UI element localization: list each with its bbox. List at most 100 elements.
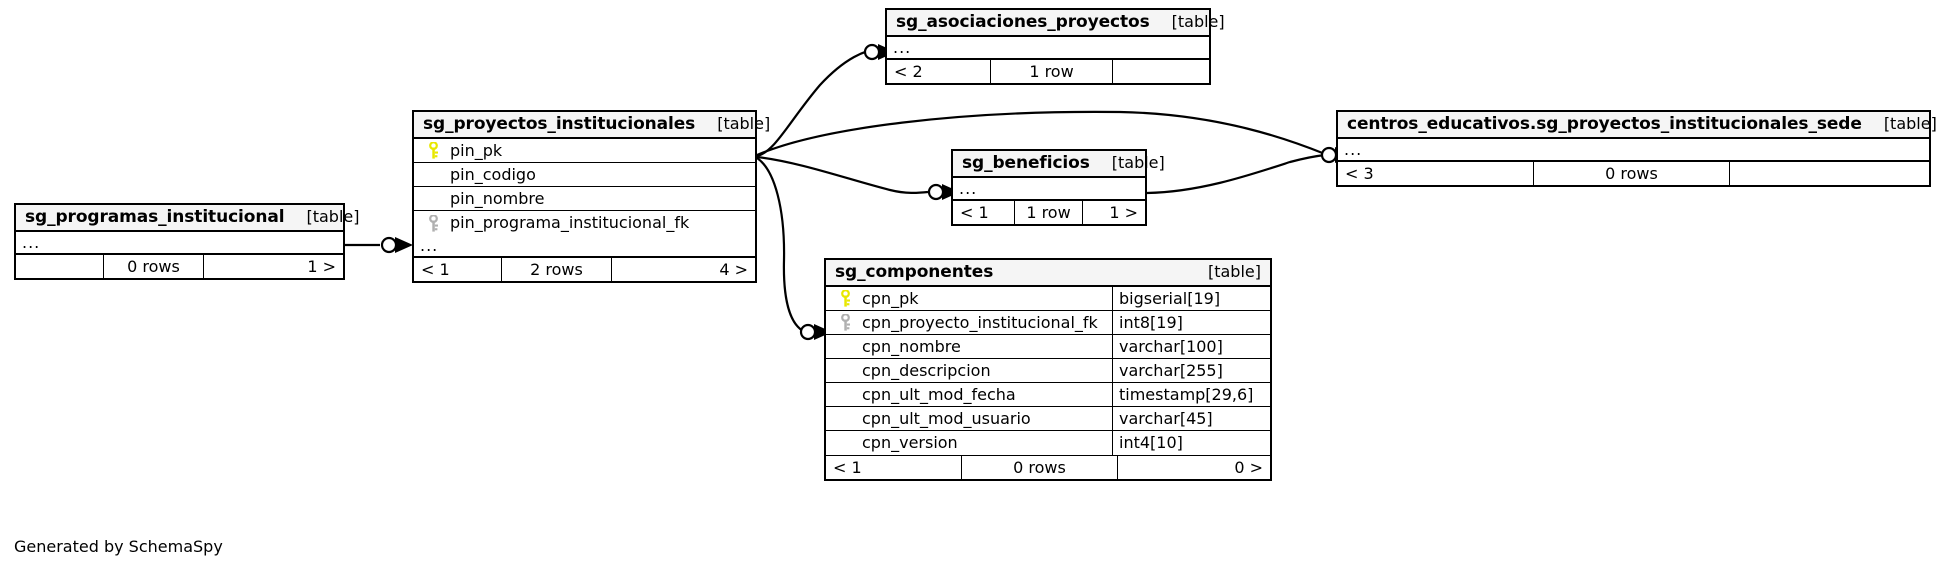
footer-parent-count[interactable]: < 2: [887, 60, 991, 83]
column-name-cell: cpn_descripcion: [826, 359, 1112, 382]
column-name-cell: cpn_nombre: [826, 335, 1112, 358]
edge-proyectos-to-asociaciones: [756, 46, 882, 158]
table-header: centros_educativos.sg_proyectos_instituc…: [1338, 112, 1937, 139]
column-row-pin-nombre[interactable]: pin_nombre: [414, 187, 755, 211]
footer-child-count[interactable]: 0 >: [1234, 457, 1263, 477]
marker-optional-circle: [863, 43, 881, 61]
table-footer: < 2 1 row: [887, 59, 1209, 83]
column-row-cpn-version[interactable]: cpn_version int4[10]: [826, 431, 1270, 455]
marker-optional-circle: [380, 236, 398, 254]
column-name-cell: pin_pk: [414, 139, 755, 162]
column-row-cpn-ult-mod-usuario[interactable]: cpn_ult_mod_usuario varchar[45]: [826, 407, 1270, 431]
table-title: centros_educativos.sg_proyectos_instituc…: [1347, 113, 1862, 134]
column-name-cell: pin_nombre: [414, 187, 755, 210]
table-header: sg_beneficios [table]: [953, 151, 1165, 178]
footer-child-count[interactable]: 4 >: [719, 259, 748, 279]
footer-parent-count[interactable]: < 1: [953, 201, 1015, 224]
foreign-key-icon: [422, 214, 444, 232]
column-row-cpn-pk[interactable]: cpn_pk bigserial[19]: [826, 287, 1270, 311]
hidden-columns-ellipsis: ...: [16, 232, 343, 254]
column-name-cell: cpn_proyecto_institucional_fk: [826, 311, 1112, 334]
column-row-cpn-ult-mod-fecha[interactable]: cpn_ult_mod_fecha timestamp[29,6]: [826, 383, 1270, 407]
footer-parent-count[interactable]: < 3: [1338, 162, 1534, 185]
column-name: cpn_ult_mod_fecha: [862, 384, 1016, 404]
table-footer: 0 rows 1 >: [16, 254, 343, 278]
edge-proyectos-to-beneficios: [756, 155, 929, 194]
primary-key-icon: [422, 142, 444, 159]
column-row-pin-codigo[interactable]: pin_codigo: [414, 163, 755, 187]
column-type: varchar[255]: [1112, 359, 1270, 382]
table-type-tag: [table]: [1207, 262, 1261, 281]
generated-by-caption: Generated by SchemaSpy: [14, 537, 223, 556]
table-type-tag: [table]: [717, 114, 771, 133]
column-name-cell: pin_programa_institucional_fk: [414, 211, 755, 235]
column-list: cpn_pk bigserial[19] cpn_proyecto_instit…: [826, 287, 1270, 455]
table-footer: < 1 1 row 1 >: [953, 200, 1145, 224]
column-name: cpn_descripcion: [862, 360, 991, 380]
table-node-sg-componentes[interactable]: sg_componentes [table] cpn_pk bi: [824, 258, 1272, 481]
footer-row-count: 0 rows: [962, 456, 1118, 479]
table-footer: < 1 0 rows 0 >: [826, 455, 1270, 479]
column-name: cpn_ult_mod_usuario: [862, 408, 1031, 428]
column-row-cpn-proyecto-institucional-fk[interactable]: cpn_proyecto_institucional_fk int8[19]: [826, 311, 1270, 335]
table-title: sg_componentes: [835, 261, 994, 282]
table-title: sg_asociaciones_proyectos: [896, 11, 1150, 32]
marker-optional-circle: [799, 323, 817, 341]
table-node-sg-proyectos-institucionales[interactable]: sg_proyectos_institucionales [table] pin…: [412, 110, 770, 283]
table-node-sg-programas-institucional[interactable]: sg_programas_institucional [table] ... 0…: [14, 203, 359, 280]
table-footer: < 1 2 rows 4 >: [414, 257, 755, 281]
column-type: timestamp[29,6]: [1112, 383, 1270, 406]
column-type: varchar[100]: [1112, 335, 1270, 358]
table-header: sg_componentes [table]: [826, 260, 1270, 287]
footer-child-count[interactable]: [1730, 162, 1929, 185]
column-type: varchar[45]: [1112, 407, 1270, 430]
table-type-tag: [table]: [1883, 114, 1937, 133]
table-node-sg-beneficios[interactable]: sg_beneficios [table] ... < 1 1 row 1 >: [951, 149, 1165, 226]
column-name-cell: cpn_ult_mod_fecha: [826, 383, 1112, 406]
table-type-tag: [table]: [1111, 153, 1165, 172]
footer-row-count: 1 row: [991, 60, 1113, 83]
table-header: sg_proyectos_institucionales [table]: [414, 112, 770, 139]
foreign-key-icon: [834, 314, 856, 331]
footer-child-count[interactable]: 1 >: [1109, 202, 1138, 222]
column-name-cell: cpn_pk: [826, 287, 1112, 310]
table-title: sg_beneficios: [962, 152, 1090, 173]
edge-beneficios-to-sede: [1146, 153, 1326, 195]
column-row-cpn-nombre[interactable]: cpn_nombre varchar[100]: [826, 335, 1270, 359]
column-name-cell: cpn_ult_mod_usuario: [826, 407, 1112, 430]
column-name-cell: cpn_version: [826, 431, 1112, 455]
column-type: int8[19]: [1112, 311, 1270, 334]
column-name: cpn_nombre: [862, 336, 961, 356]
footer-parent-count[interactable]: < 1: [826, 456, 962, 479]
table-type-tag: [table]: [306, 207, 360, 226]
column-name: cpn_version: [862, 433, 958, 452]
table-type-tag: [table]: [1171, 12, 1225, 31]
edge-proyectos-to-componentes: [756, 157, 806, 333]
column-name-cell: pin_codigo: [414, 163, 755, 186]
footer-child-count[interactable]: [1113, 60, 1209, 83]
column-type: bigserial[19]: [1112, 287, 1270, 310]
column-type: int4[10]: [1112, 431, 1270, 455]
table-node-centros-educativos-sede[interactable]: centros_educativos.sg_proyectos_instituc…: [1336, 110, 1937, 187]
column-row-cpn-descripcion[interactable]: cpn_descripcion varchar[255]: [826, 359, 1270, 383]
footer-child-count[interactable]: 1 >: [307, 256, 336, 276]
table-footer: < 3 0 rows: [1338, 161, 1929, 185]
marker-optional-circle: [927, 183, 945, 201]
table-header: sg_programas_institucional [table]: [16, 205, 359, 232]
hidden-columns-ellipsis: ...: [1338, 139, 1929, 161]
column-list: pin_pk pin_codigo pin_nombre: [414, 139, 755, 235]
footer-parent-count[interactable]: < 1: [414, 258, 502, 281]
column-row-pin-pk[interactable]: pin_pk: [414, 139, 755, 163]
footer-parent-count[interactable]: [16, 255, 104, 278]
table-header: sg_asociaciones_proyectos [table]: [887, 10, 1225, 37]
column-name: pin_codigo: [450, 164, 536, 184]
footer-row-count: 2 rows: [502, 258, 612, 281]
marker-optional-circle: [1320, 146, 1338, 164]
footer-row-count: 1 row: [1015, 201, 1083, 224]
column-name: pin_programa_institucional_fk: [450, 213, 690, 232]
table-title: sg_programas_institucional: [25, 206, 285, 227]
footer-row-count: 0 rows: [104, 255, 204, 278]
column-row-pin-programa-institucional-fk[interactable]: pin_programa_institucional_fk: [414, 211, 755, 235]
table-node-sg-asociaciones-proyectos[interactable]: sg_asociaciones_proyectos [table] ... < …: [885, 8, 1225, 85]
